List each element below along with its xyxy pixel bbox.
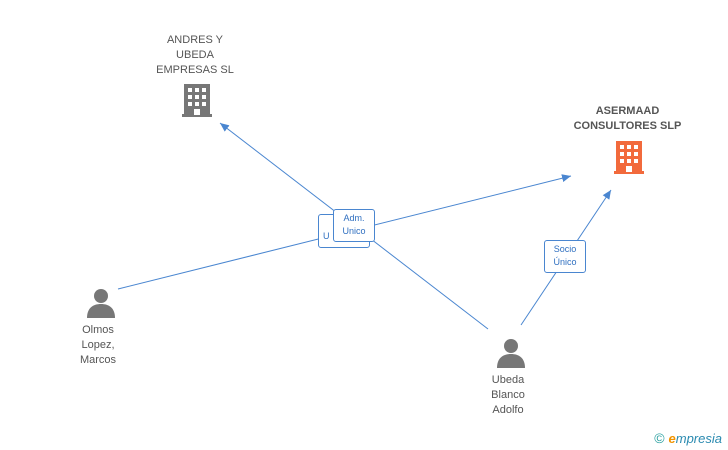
company-label-andres[interactable]: ANDRES Y UBEDA EMPRESAS SL — [156, 34, 234, 76]
empresia-logo: ©empresia — [654, 430, 722, 446]
building-icon[interactable] — [614, 141, 644, 174]
edge-label-adm-unico[interactable]: Adm. Unico — [333, 209, 375, 242]
copyright-icon: © — [654, 430, 665, 446]
company-label-asermaad[interactable]: ASERMAAD CONSULTORES SLP — [573, 105, 682, 132]
person-icon[interactable] — [87, 289, 115, 318]
person-label-olmos[interactable]: Olmos Lopez, Marcos — [79, 324, 117, 366]
edge-label-socio-unico[interactable]: Socio Único — [544, 240, 586, 273]
person-icon[interactable] — [497, 339, 525, 368]
building-icon[interactable] — [182, 84, 212, 117]
person-label-ubeda[interactable]: Ubeda Blanco Adolfo — [491, 374, 525, 416]
